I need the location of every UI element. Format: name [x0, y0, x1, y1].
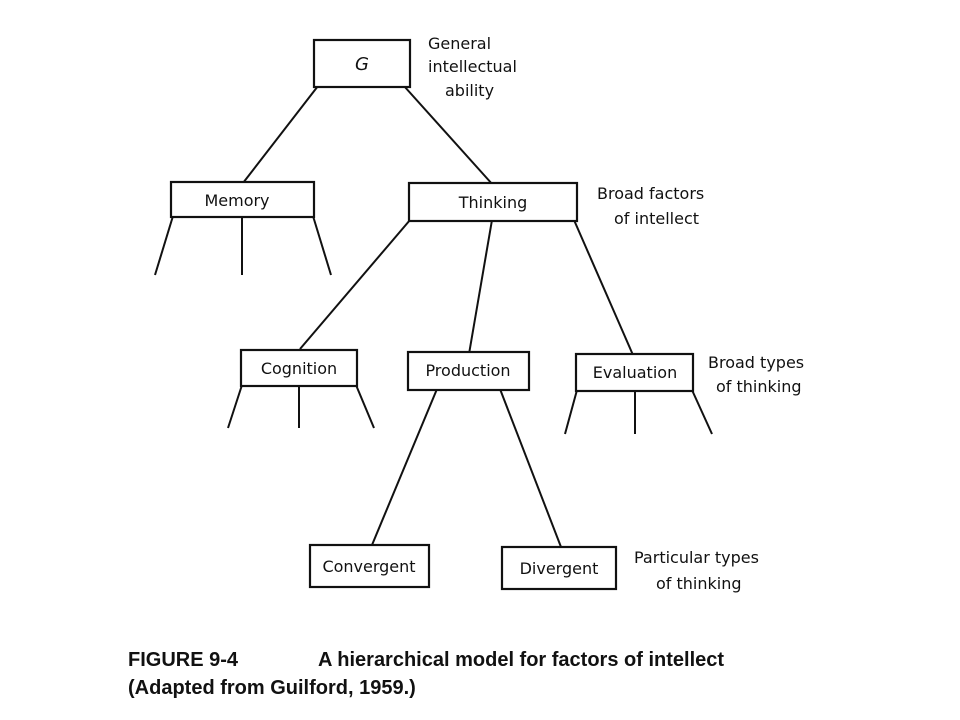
- node-g-label: G: [355, 54, 369, 75]
- note-broad-types: Broad types of thinking: [708, 353, 804, 396]
- node-divergent-label: Divergent: [520, 559, 599, 578]
- node-convergent-label: Convergent: [322, 557, 415, 576]
- figure-source: (Adapted from Guilford, 1959.): [128, 677, 416, 699]
- edge-cognition-branch-left: [227, 384, 243, 429]
- node-divergent: Divergent: [500, 545, 618, 591]
- note-general-ability-line2: intellectual: [428, 57, 517, 76]
- figure-label: FIGURE 9-4: [128, 649, 239, 671]
- node-cognition-label: Cognition: [261, 359, 337, 378]
- node-convergent: Convergent: [308, 543, 431, 589]
- edge-g-memory: [242, 85, 319, 184]
- node-memory-label: Memory: [204, 191, 269, 210]
- note-broad-factors-line2: of intellect: [614, 209, 699, 228]
- node-evaluation: Evaluation: [574, 352, 695, 393]
- figure-caption: FIGURE 9-4 A hierarchical model for facto…: [128, 646, 848, 702]
- edge-evaluation-branch-left: [564, 389, 578, 435]
- edge-evaluation-branch-right: [691, 389, 713, 435]
- edge-thinking-evaluation: [573, 219, 634, 356]
- node-cognition: Cognition: [239, 348, 359, 388]
- note-broad-factors: Broad factors of intellect: [597, 184, 704, 228]
- edge-production-divergent: [499, 388, 562, 548]
- node-g: G: [312, 38, 412, 89]
- note-particular-types-line2: of thinking: [656, 574, 742, 593]
- edge-g-thinking: [403, 85, 494, 186]
- node-evaluation-label: Evaluation: [593, 363, 677, 382]
- edge-thinking-production: [468, 219, 493, 355]
- edge-production-convergent: [371, 388, 438, 546]
- edge-memory-branch-left: [154, 215, 174, 276]
- node-thinking-label: Thinking: [458, 193, 528, 212]
- edge-memory-branch-right: [312, 215, 332, 276]
- figure-title: A hierarchical model for factors of inte…: [318, 649, 725, 671]
- edge-cognition-branch-right: [355, 384, 375, 429]
- note-particular-types-line1: Particular types: [634, 548, 759, 567]
- node-production: Production: [406, 350, 531, 392]
- note-broad-factors-line1: Broad factors: [597, 184, 704, 203]
- note-broad-types-line1: Broad types: [708, 353, 804, 372]
- edge-thinking-cognition: [299, 219, 411, 350]
- note-general-ability-line3: ability: [445, 81, 494, 100]
- note-general-ability-line1: General: [428, 34, 491, 53]
- node-thinking: Thinking: [407, 181, 579, 223]
- note-general-ability: General intellectual ability: [428, 34, 517, 100]
- node-memory: Memory: [169, 180, 316, 219]
- note-broad-types-line2: of thinking: [716, 377, 802, 396]
- node-production-label: Production: [425, 361, 510, 380]
- note-particular-types: Particular types of thinking: [634, 548, 759, 593]
